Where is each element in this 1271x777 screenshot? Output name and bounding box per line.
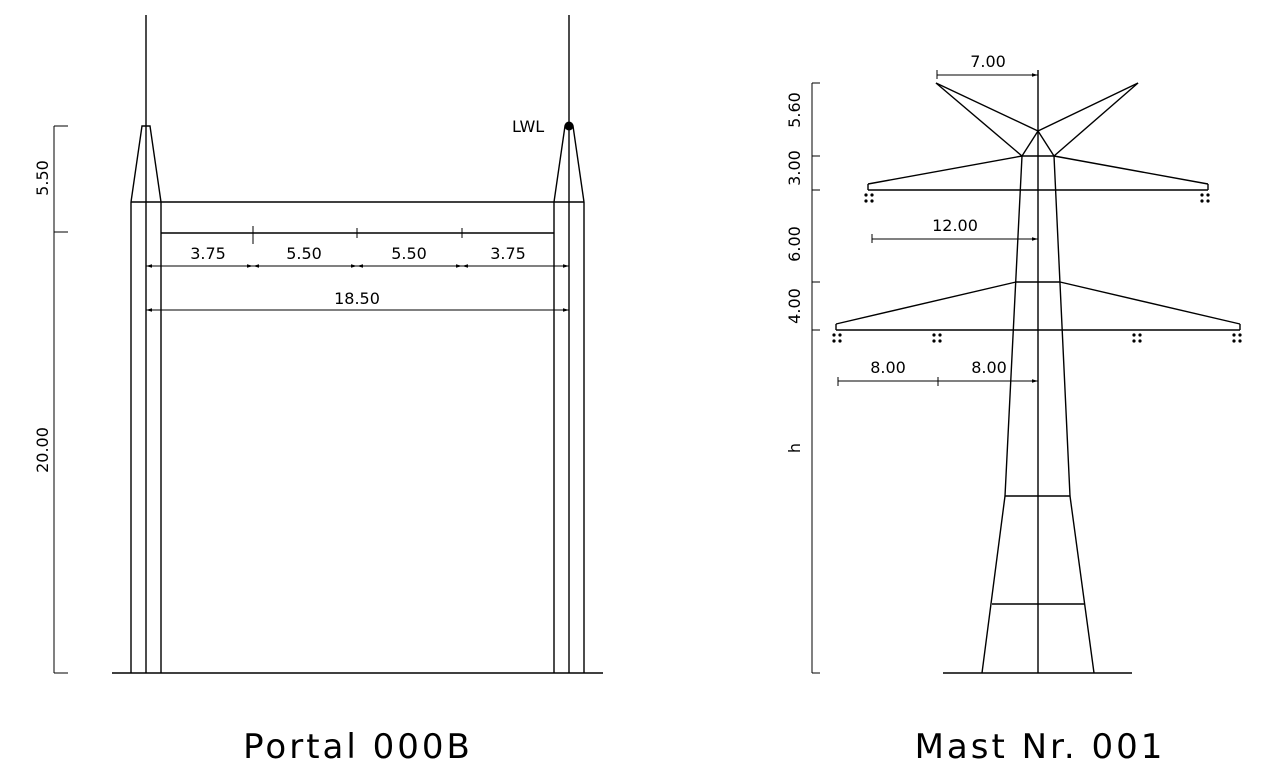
portal-drawing: LWL 5.50 20.00 3.75 5.50 5.50 3.75 18.50… <box>33 15 603 767</box>
dim-mast-h4: 4.00 <box>785 288 804 324</box>
dim-span-4: 3.75 <box>490 244 526 263</box>
portal-left-pole <box>130 15 162 673</box>
dim-portal-top-height: 5.50 <box>33 160 52 196</box>
lwl-marker <box>564 121 574 131</box>
dim-span-1: 3.75 <box>190 244 226 263</box>
mast-earthwire-peak <box>935 82 1139 157</box>
mast-drawing: 5.60 3.00 6.00 4.00 h 7.00 12.00 8.00 8.… <box>785 52 1242 767</box>
portal-span-dimensions: 3.75 5.50 5.50 3.75 18.50 <box>146 244 569 312</box>
dim-mast-h3: 6.00 <box>785 226 804 262</box>
dim-mast-h2: 3.00 <box>785 150 804 186</box>
portal-title: Portal 000B <box>243 727 473 767</box>
mast-upper-crossarm <box>867 155 1209 191</box>
dim-portal-main-height: 20.00 <box>33 427 52 473</box>
portal-height-dimension: 5.50 20.00 <box>33 125 68 674</box>
mast-conductor-dots <box>832 193 1242 343</box>
dim-mast-lower-inner: 8.00 <box>971 358 1007 377</box>
mast-body <box>981 155 1095 674</box>
portal-right-pole <box>553 15 585 673</box>
dim-span-2: 5.50 <box>286 244 322 263</box>
dim-span-3: 5.50 <box>391 244 427 263</box>
dim-mast-h: h <box>785 443 804 453</box>
dim-span-total: 18.50 <box>334 289 380 308</box>
dim-mast-top-width: 7.00 <box>970 52 1006 71</box>
dim-mast-h1: 5.60 <box>785 92 804 128</box>
mast-width-dimensions: 7.00 12.00 8.00 8.00 <box>837 52 1038 386</box>
dim-mast-upper-arm: 12.00 <box>932 216 978 235</box>
mast-lower-crossarm <box>835 281 1241 331</box>
mast-title: Mast Nr. 001 <box>915 727 1166 767</box>
dim-mast-lower-outer: 8.00 <box>870 358 906 377</box>
mast-height-dimension: 5.60 3.00 6.00 4.00 h <box>785 82 820 674</box>
lwl-label: LWL <box>512 117 544 136</box>
